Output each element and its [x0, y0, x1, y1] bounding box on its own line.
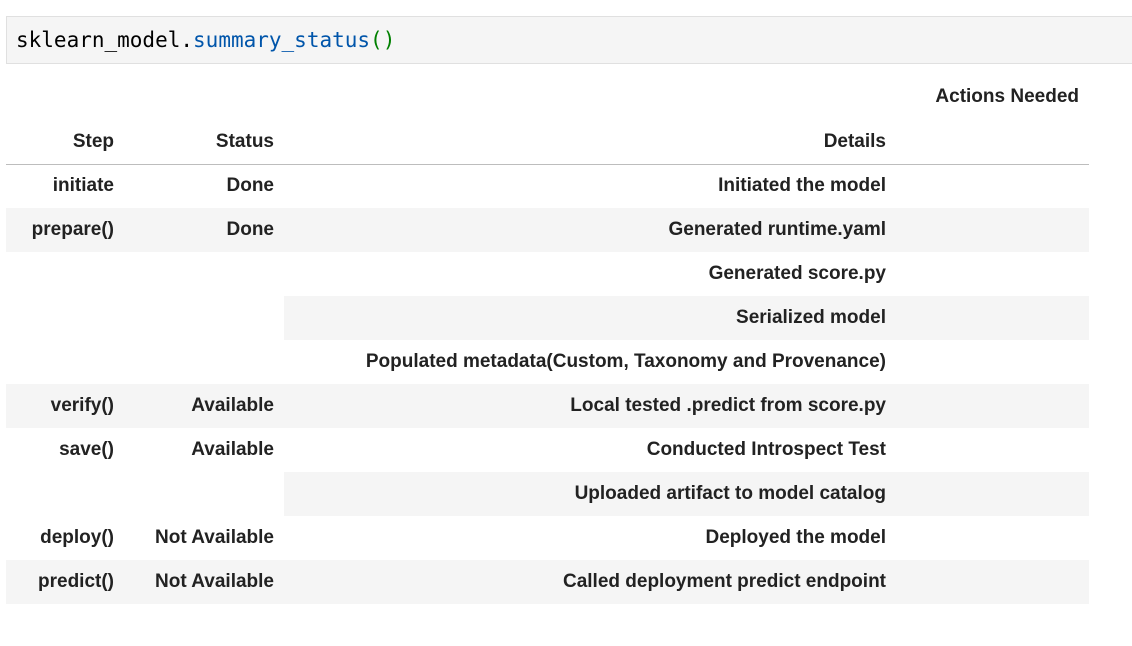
code-line: sklearn_model.summary_status(): [16, 27, 395, 53]
cell-status: [124, 340, 284, 384]
code-cell[interactable]: sklearn_model.summary_status(): [6, 16, 1132, 64]
cell-status: [124, 252, 284, 296]
header-details: Details: [284, 120, 896, 165]
code-dot: .: [180, 28, 194, 52]
table-row: Populated metadata(Custom, Taxonomy and …: [6, 340, 1089, 384]
cell-step: predict(): [6, 560, 124, 604]
cell-actions: [896, 208, 1089, 252]
code-method: summary_status: [193, 28, 371, 52]
cell-details: Deployed the model: [705, 527, 886, 548]
cell-actions: [896, 516, 1089, 560]
table-row: deploy() Not Available Deployed the model: [6, 516, 1089, 560]
cell-actions: [896, 252, 1089, 296]
cell-status: [124, 296, 284, 340]
actions-needed-header: Actions Needed: [935, 86, 1079, 107]
header-step: Step: [6, 120, 124, 165]
code-object: sklearn_model: [16, 28, 181, 52]
cell-details: Populated metadata(Custom, Taxonomy and …: [365, 351, 886, 372]
table-row: initiate Done Initiated the model: [6, 164, 1089, 208]
cell-status: Done: [124, 208, 284, 252]
cell-step: [6, 252, 124, 296]
cell-status: Done: [226, 175, 275, 197]
cell-step: prepare(): [6, 208, 124, 252]
table-row: Uploaded artifact to model catalog: [6, 472, 1089, 516]
cell-step: initiate: [52, 175, 114, 197]
cell-actions: [896, 296, 1089, 340]
cell-details: Initiated the model: [718, 175, 886, 197]
cell-details: Generated runtime.yaml: [284, 208, 896, 252]
cell-details: Conducted Introspect Test: [646, 439, 886, 460]
header-actions: [896, 120, 1089, 165]
table-header-row: Step Status Details: [6, 120, 1089, 165]
cell-details: Serialized model: [284, 296, 896, 340]
cell-actions: [896, 340, 1089, 384]
cell-actions: [896, 164, 1089, 208]
cell-actions: [896, 560, 1089, 604]
cell-step: deploy(): [40, 527, 114, 548]
table-row: save() Available Conducted Introspect Test: [6, 428, 1089, 472]
cell-details: Generated score.py: [708, 263, 886, 284]
code-parens: (): [370, 28, 396, 52]
cell-status: [124, 472, 284, 516]
cell-status: Available: [191, 439, 274, 460]
cell-status: Not Available: [124, 560, 284, 604]
cell-step: verify(): [6, 384, 124, 428]
table-row: Serialized model: [6, 296, 1089, 340]
cell-step: save(): [59, 439, 114, 460]
cell-step: [6, 296, 124, 340]
cell-status: Not Available: [155, 527, 274, 548]
cell-step: [6, 472, 124, 516]
cell-details: Local tested .predict from score.py: [284, 384, 896, 428]
header-status: Status: [124, 120, 284, 165]
cell-step: [6, 340, 124, 384]
cell-actions: [896, 472, 1089, 516]
cell-actions: [896, 384, 1089, 428]
cell-details: Uploaded artifact to model catalog: [284, 472, 896, 516]
cell-details: Called deployment predict endpoint: [284, 560, 896, 604]
cell-status: Available: [124, 384, 284, 428]
table-row: Generated score.py: [6, 252, 1089, 296]
cell-actions: [896, 428, 1089, 472]
